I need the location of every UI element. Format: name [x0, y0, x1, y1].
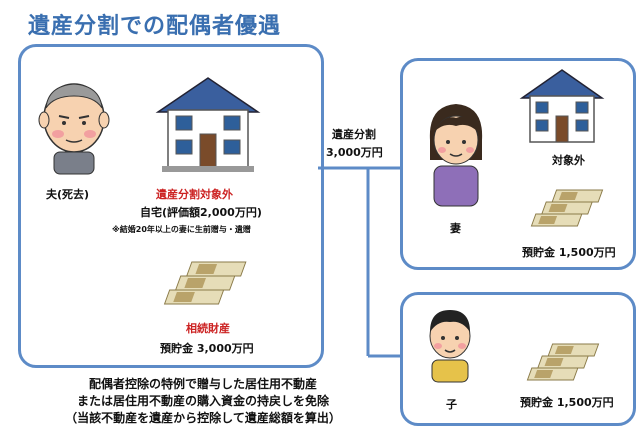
caption-line-3: （当該不動産を遺産から控除して遺産総額を算出）	[65, 411, 341, 425]
money-stack-icon	[530, 189, 604, 227]
money-stack-icon	[163, 261, 247, 305]
wife-excluded-label: 対象外	[552, 154, 585, 167]
caption-line-1: 配偶者控除の特例で贈与した居住用不動産	[88, 377, 317, 391]
inherited-assets-label: 相続財産	[186, 322, 230, 335]
caption: 配偶者控除の特例で贈与した居住用不動産 または居住用不動産の購入資金の持戻しを免…	[18, 376, 388, 427]
caption-line-2: または居住用不動産の購入資金の持戻しを免除	[76, 394, 329, 408]
wife-label: 妻	[450, 222, 461, 235]
child-savings-label: 預貯金 1,500万円	[520, 396, 614, 409]
husband-label: 夫(死去)	[46, 188, 90, 201]
gift-note: ※結婚20年以上の妻に生前贈与・遺贈	[112, 225, 251, 234]
wife-savings-label: 預貯金 1,500万円	[522, 246, 616, 259]
house-icon	[155, 77, 261, 172]
child-icon	[429, 310, 471, 383]
left-savings-label: 預貯金 3,000万円	[160, 342, 254, 355]
excluded-label: 遺産分割対象外	[156, 188, 233, 201]
money-stack-icon	[526, 343, 600, 381]
home-value-label: 自宅(評価額2,000万円)	[140, 206, 262, 219]
wife-icon	[429, 104, 483, 207]
wife-box	[400, 58, 636, 270]
page-title: 遺産分割での配偶者優遇	[28, 14, 282, 39]
division-amount: 3,000万円	[326, 146, 383, 159]
husband-icon	[38, 83, 110, 175]
division-label: 遺産分割	[332, 128, 376, 141]
child-label: 子	[446, 398, 457, 411]
house-icon	[519, 69, 605, 143]
